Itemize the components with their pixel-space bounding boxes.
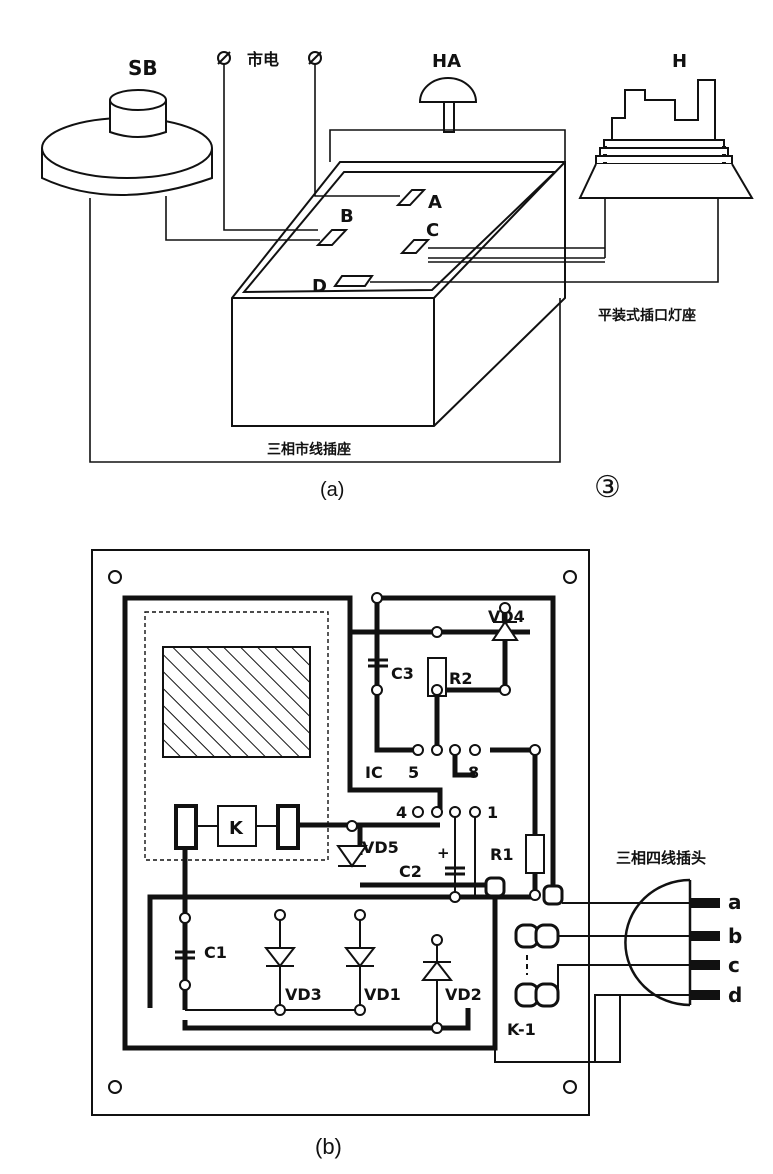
figure-b: K C3 C2 + C1 R2 R1 — [91, 549, 742, 1159]
capacitors — [175, 658, 465, 960]
plug-pin-b: b — [728, 924, 742, 948]
label-ha: HA — [432, 51, 461, 72]
figure-a: SB 市电 HA H — [41, 50, 754, 505]
ic-pin8-label: 8 — [468, 763, 479, 782]
three-phase-socket — [231, 161, 566, 427]
vd3-label: VD3 — [285, 985, 322, 1004]
plug-pin-c: c — [728, 953, 740, 977]
terminal-a-label: A — [428, 192, 442, 213]
ic-chip — [162, 646, 311, 758]
ic-pin1-label: 1 — [487, 803, 498, 822]
plug-pin-d: d — [728, 983, 742, 1007]
lamp-holder-caption: 平装式插口灯座 — [598, 307, 696, 324]
vd4-label: VD4 — [488, 607, 525, 626]
diodes — [263, 620, 519, 981]
solder-pads — [179, 592, 564, 1034]
buzzer-ha — [418, 77, 478, 133]
caption-b: (b) — [315, 1134, 342, 1159]
terminal-d-label: D — [312, 276, 327, 297]
vd1-label: VD1 — [364, 985, 401, 1004]
figure-number: ③ — [594, 470, 621, 505]
wires-a — [89, 64, 719, 463]
pcb-board — [91, 549, 590, 1116]
relay-contact-k1 — [514, 923, 560, 1008]
push-button-sb — [41, 89, 213, 196]
vd5-label: VD5 — [362, 838, 399, 857]
plug-pins — [690, 898, 720, 1000]
ic-label: IC — [365, 763, 383, 782]
r1-label: R1 — [490, 845, 513, 864]
label-mains: 市电 — [247, 50, 279, 69]
ic-pin5-label: 5 — [408, 763, 419, 782]
relay-k — [174, 804, 300, 850]
ic-pin4-label: 4 — [396, 803, 407, 822]
k1-label: K-1 — [507, 1020, 536, 1039]
label-h: H — [672, 51, 687, 72]
c3-label: C3 — [391, 664, 414, 683]
relay-k-label: K — [229, 818, 244, 839]
terminal-b-label: B — [340, 206, 354, 227]
mounting-holes — [108, 570, 577, 1094]
plug-caption: 三相四线插头 — [616, 849, 706, 867]
lamp-holder-h — [578, 79, 754, 199]
terminal-c-label: C — [426, 220, 439, 241]
ic-outline — [144, 611, 329, 861]
caption-a: (a) — [320, 479, 344, 501]
c2-plus-label: + — [437, 844, 450, 862]
label-sb: SB — [128, 56, 158, 80]
vd2-label: VD2 — [445, 985, 482, 1004]
r2-label: R2 — [449, 669, 472, 688]
c2-label: C2 — [399, 862, 422, 881]
c1-label: C1 — [204, 943, 227, 962]
socket-caption: 三相市线插座 — [267, 441, 351, 458]
ic-pins — [412, 744, 481, 818]
plug-pin-a: a — [728, 890, 742, 914]
